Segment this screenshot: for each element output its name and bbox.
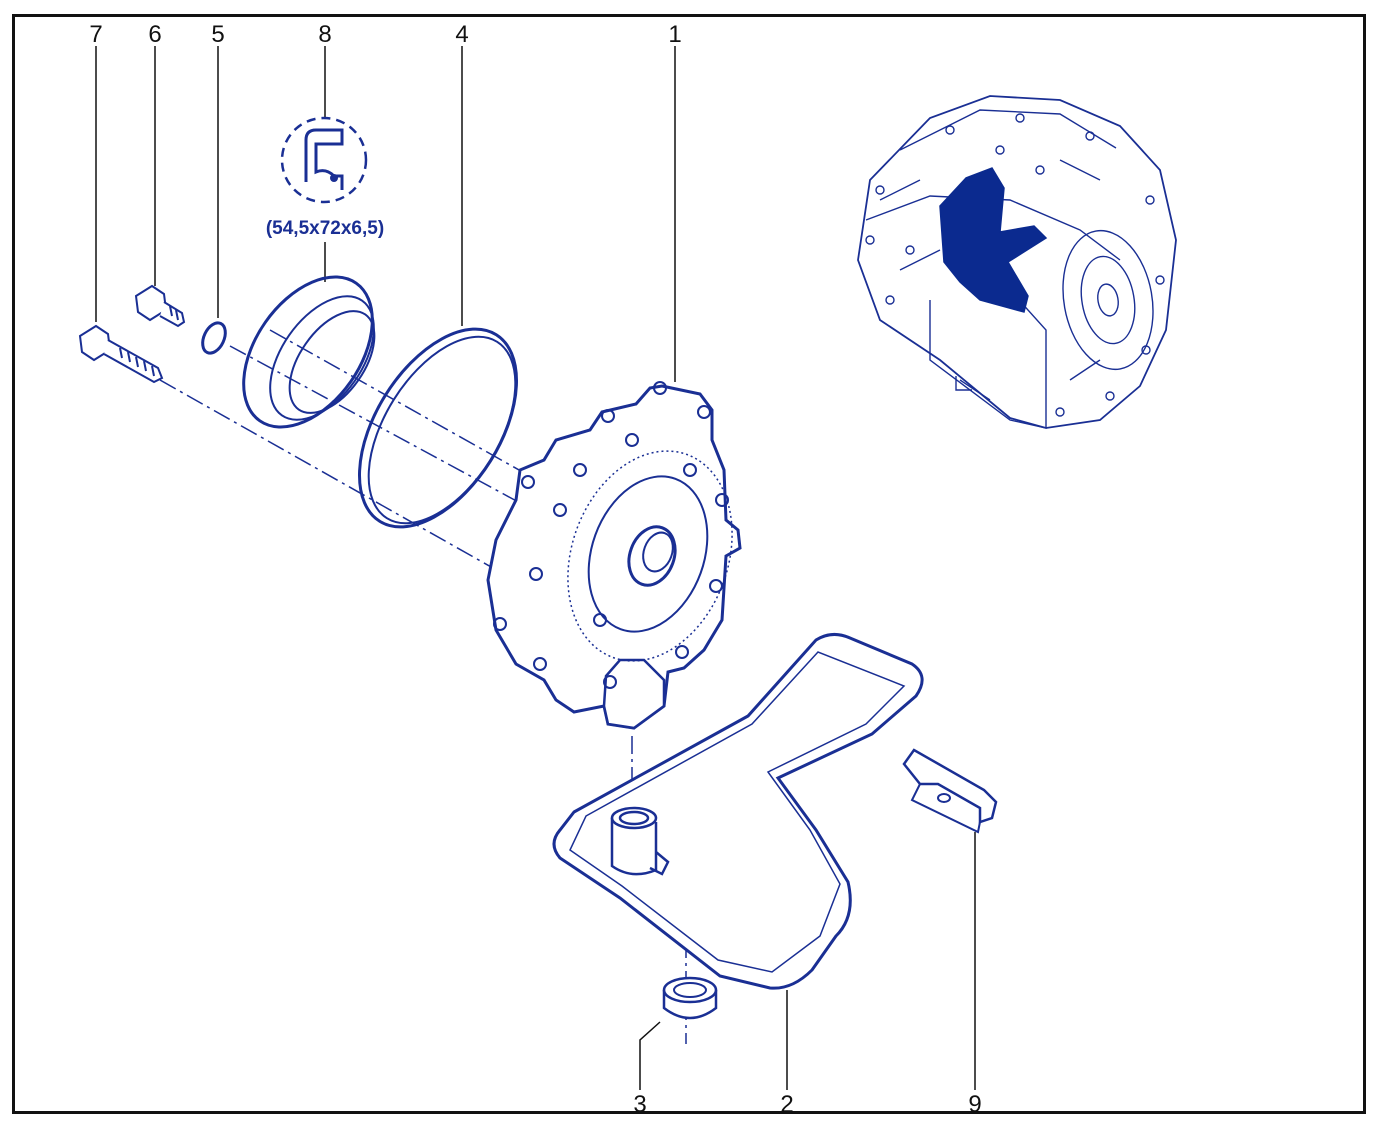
callout-numbers: 7 6 5 8 4 1 3 2 9	[89, 21, 981, 1118]
callout-2: 2	[780, 1091, 793, 1118]
callout-4: 4	[455, 21, 468, 48]
filter-seal-ring	[662, 976, 718, 1020]
filter-inlet	[610, 806, 670, 876]
oil-filter	[552, 633, 924, 990]
callout-7: 7	[89, 21, 102, 48]
callout-6: 6	[148, 21, 161, 48]
pump-housing	[486, 381, 742, 730]
bolt-long	[78, 324, 164, 384]
retaining-clip	[902, 748, 998, 834]
seal-detail	[280, 116, 368, 204]
callout-1: 1	[668, 21, 681, 48]
overview-bolts	[865, 113, 1165, 417]
callout-5: 5	[211, 21, 224, 48]
small-o-ring	[201, 321, 227, 355]
housing-bolt-holes	[493, 381, 729, 689]
leader-lines	[95, 46, 976, 1090]
callout-8: 8	[318, 21, 331, 48]
bolt-short	[134, 284, 186, 328]
shaft-seal	[242, 275, 376, 429]
transmission-overview	[857, 95, 1177, 429]
callout-3: 3	[633, 1091, 646, 1118]
callout-9: 9	[968, 1091, 981, 1118]
seal-dimension-label: (54,5x72x6,5)	[266, 218, 384, 239]
